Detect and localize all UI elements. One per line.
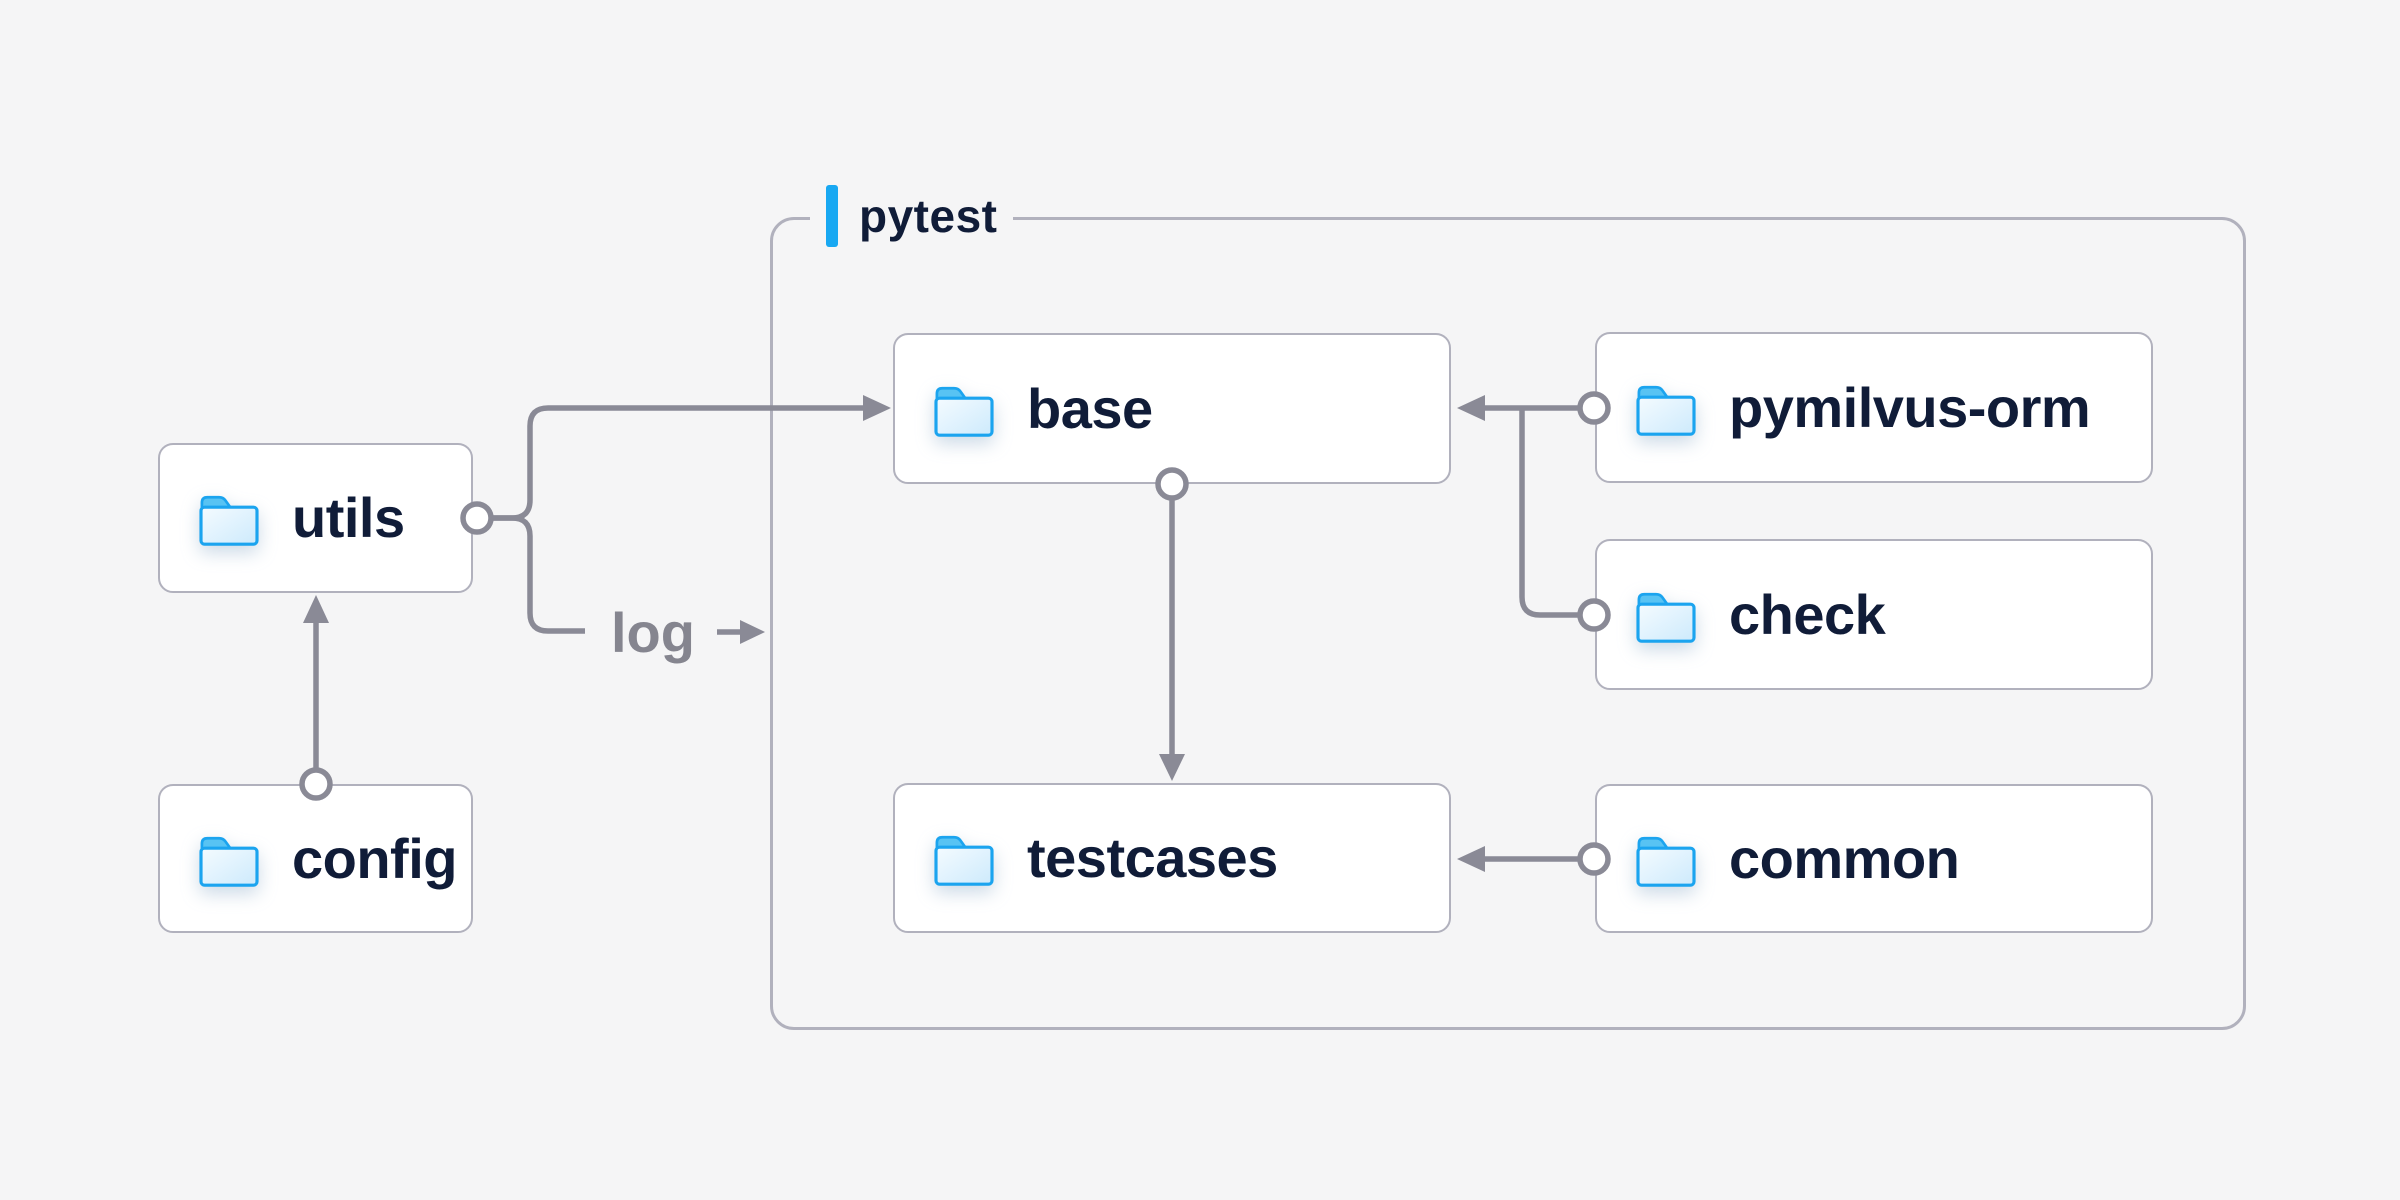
- folder-icon: [1636, 836, 1696, 887]
- node-common: common: [1595, 784, 2153, 933]
- node-utils: utils: [158, 443, 473, 593]
- pytest-group-label-text: pytest: [859, 190, 998, 242]
- folder-icon: [934, 386, 994, 437]
- folder-icon: [1636, 592, 1696, 643]
- node-check: check: [1595, 539, 2153, 690]
- node-label: common: [1729, 826, 1960, 890]
- pytest-group-label: pytest: [810, 184, 1014, 248]
- connector-utils-to-log: [492, 515, 585, 634]
- node-label: testcases: [1027, 826, 1278, 889]
- node-testcases: testcases: [893, 783, 1451, 933]
- node-base: base: [893, 333, 1451, 484]
- node-pymilvus-orm: pymilvus-orm: [1595, 332, 2153, 483]
- folder-icon: [199, 836, 259, 887]
- node-label: check: [1729, 582, 1886, 646]
- arrowhead-log: [740, 620, 765, 644]
- node-label: base: [1027, 376, 1153, 440]
- folder-icon: [1636, 385, 1696, 436]
- node-label: utils: [292, 486, 405, 549]
- pytest-group: [770, 217, 2246, 1030]
- arrowhead-config-to-utils: [303, 595, 329, 623]
- node-config: config: [158, 784, 473, 933]
- node-label: pymilvus-orm: [1729, 375, 2091, 439]
- folder-icon: [199, 495, 259, 546]
- label-accent-bar: [826, 185, 838, 247]
- edge-label-log: log: [611, 601, 695, 664]
- node-label: config: [292, 826, 457, 890]
- folder-icon: [934, 835, 994, 886]
